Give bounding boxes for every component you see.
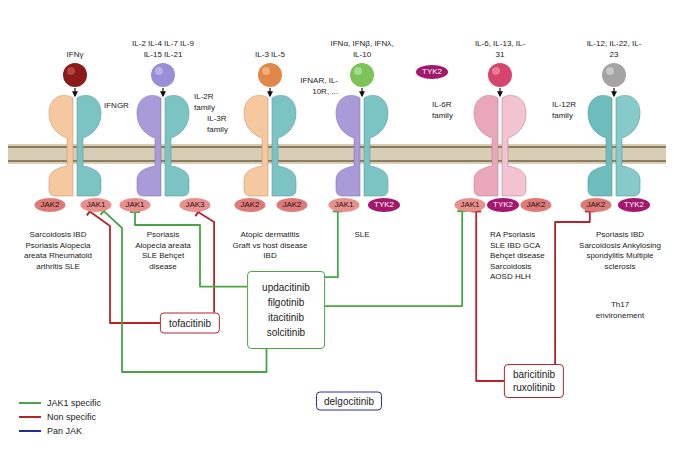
- inhibition-line: [325, 211, 338, 277]
- node-text: JAK1: [86, 200, 105, 209]
- node-text: baricitinib ruxolitinib: [513, 369, 555, 393]
- receptor: [137, 95, 189, 196]
- legend-text: Pan JAK: [47, 424, 82, 438]
- node-text: JAK2: [282, 200, 301, 209]
- cytokine-label: IL-12, IL-22, IL-23: [586, 39, 642, 60]
- drug-box: baricitinib ruxolitinib: [504, 364, 564, 398]
- node-text: JAK3: [185, 200, 204, 209]
- node-text: TYK2: [624, 200, 644, 209]
- legend-line-sample: [18, 413, 42, 421]
- jak-oval: JAK2: [580, 198, 611, 212]
- drug-box: tofacitinib: [160, 313, 220, 334]
- receptor-label: IL-12R family: [552, 100, 584, 121]
- receptor: [49, 95, 101, 196]
- jak-oval: JAK2: [234, 198, 265, 212]
- node-text: JAK1: [125, 200, 144, 209]
- node-text: TYK2: [374, 200, 394, 209]
- receptor-label: IL-6R family: [432, 100, 462, 121]
- node-text: TYK2: [493, 200, 513, 209]
- cell-membrane: [8, 144, 666, 164]
- jak-oval: JAK2: [34, 198, 65, 212]
- node-text: delgocitinib: [324, 396, 374, 407]
- drug-box: delgocitinib: [316, 392, 382, 411]
- legend-text: JAK1 specific: [47, 396, 101, 410]
- receptor-label: IL-2R family: [194, 92, 224, 113]
- jak-oval: JAK1: [454, 198, 485, 212]
- legend: JAK1 specificNon specificPan JAK: [18, 396, 101, 438]
- drug-box: updacitinib filgotinib itacitinib solcit…: [247, 271, 325, 349]
- node-text: JAK1: [460, 200, 479, 209]
- legend-row: Pan JAK: [18, 424, 101, 438]
- disease-list: RA Psoriasis SLE IBD GCA Behçet disease …: [490, 230, 548, 283]
- receptor-label: IL-3R family: [207, 114, 237, 135]
- inhibition-line: [555, 211, 590, 364]
- node-text: tofacitinib: [169, 318, 211, 329]
- receptor: [336, 95, 388, 196]
- legend-row: Non specific: [18, 410, 101, 424]
- cytokine-label: IL-6, IL-13, IL-31: [473, 39, 527, 60]
- disease-list: Atopic dermatitis Graft vs host disease …: [232, 230, 308, 262]
- node-text: JAK2: [40, 200, 59, 209]
- inhibition-line: [325, 211, 462, 306]
- legend-text: Non specific: [47, 410, 96, 424]
- node-text: TYK2: [422, 67, 442, 76]
- note-label: Th17 environement: [590, 300, 650, 321]
- node-text: JAK1: [334, 200, 353, 209]
- disease-list: Psoriasis IBD Sarcoidosis Ankylosing spo…: [578, 230, 662, 272]
- disease-list: Sarcoidosis IBD Psoriasis Alopecia areat…: [14, 230, 102, 272]
- node-text: updacitinib filgotinib itacitinib solcit…: [262, 282, 310, 338]
- receptor: [588, 95, 640, 196]
- disease-list: SLE: [354, 230, 369, 241]
- legend-line-sample: [18, 427, 42, 435]
- binding-arrows: [75, 88, 614, 96]
- cytokine-label: IFNα, IFNβ, IFNλ, IL-10: [330, 39, 394, 60]
- node-text: JAK2: [240, 200, 259, 209]
- jak-oval: JAK2: [520, 198, 551, 212]
- receptor: [244, 95, 296, 196]
- receptor-label: IFNAR, IL-10R, ...: [290, 76, 338, 97]
- cytokine-label: IL-3 IL-5: [255, 50, 285, 61]
- jak-oval: TYK2: [416, 65, 448, 79]
- receptor-label: IFNGR: [104, 101, 129, 112]
- cytokine-label: IL-2 IL-4 IL-7 IL-9 IL-15 IL-21: [127, 39, 199, 60]
- legend-line-sample: [18, 399, 42, 407]
- jak-oval: TYK2: [368, 198, 400, 212]
- jak-oval: JAK3: [179, 198, 210, 212]
- node-text: JAK2: [526, 200, 545, 209]
- receptor: [474, 95, 526, 196]
- disease-list: Psoriasis Alopecia areata SLE Behçet dis…: [133, 230, 193, 272]
- jak-oval: JAK2: [276, 198, 307, 212]
- node-text: JAK2: [586, 200, 605, 209]
- jak-oval: JAK1: [328, 198, 359, 212]
- jak-oval: TYK2: [487, 198, 519, 212]
- jak-oval: JAK1: [80, 198, 111, 212]
- jak-oval: TYK2: [618, 198, 650, 212]
- cytokine-label: IFNγ: [67, 50, 84, 61]
- legend-row: JAK1 specific: [18, 396, 101, 410]
- jak-oval: JAK1: [119, 198, 150, 212]
- cytokine-ligands: [63, 63, 626, 87]
